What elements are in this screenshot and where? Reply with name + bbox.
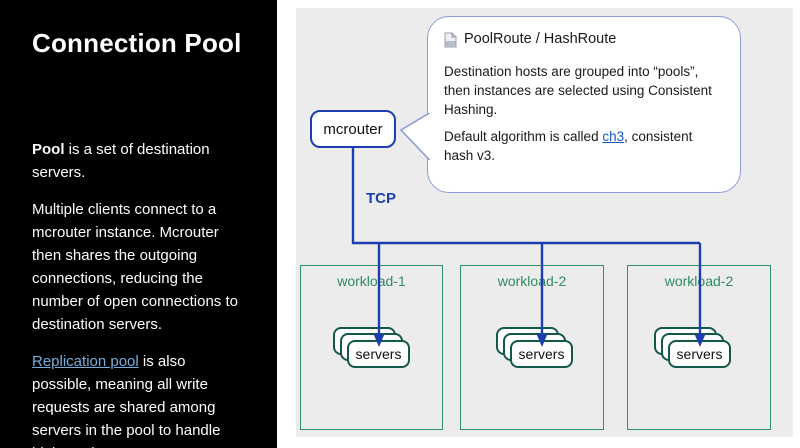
sidebar-body: Pool is a set of destination servers. Mu… <box>32 138 248 448</box>
replication-pool-link[interactable]: Replication pool <box>32 353 139 370</box>
sidebar: Connection Pool Pool is a set of destina… <box>0 0 277 448</box>
workload-label: workload-2 <box>664 273 734 289</box>
document-icon <box>444 31 457 47</box>
pool-bold-term: Pool <box>32 141 65 158</box>
bubble-tail <box>400 113 430 161</box>
bubble-header: PoolRoute / HashRoute <box>444 30 722 49</box>
paragraph-clients: Multiple clients connect to a mcrouter i… <box>32 201 238 333</box>
callout-bubble: PoolRoute / HashRoute Destination hosts … <box>400 16 741 193</box>
diagram-canvas: workload-1 workload-2 workload-2 servers… <box>296 8 793 437</box>
page-title: Connection Pool <box>32 28 242 58</box>
tcp-label: TCP <box>366 190 396 207</box>
servers-stack-3: servers <box>654 327 731 368</box>
workload-box-1: workload-1 <box>300 265 443 430</box>
ch3-link[interactable]: ch3 <box>602 129 625 144</box>
bubble-title: PoolRoute / HashRoute <box>464 31 617 47</box>
servers-card-label: servers <box>347 340 410 368</box>
bubble-body-2: Default algorithm is called ch3, consist… <box>444 129 693 163</box>
paragraph-replication: Replication pool is also possible, meani… <box>32 353 221 448</box>
servers-card-label: servers <box>668 340 731 368</box>
servers-stack-2: servers <box>496 327 573 368</box>
servers-stack-1: servers <box>333 327 410 368</box>
workload-label: workload-1 <box>337 273 406 289</box>
workload-box-2: workload-2 <box>460 265 604 430</box>
bubble-body-1: Destination hosts are grouped into “pool… <box>444 64 712 117</box>
mcrouter-node: mcrouter <box>310 110 396 148</box>
servers-card-label: servers <box>510 340 573 368</box>
paragraph-pool: Pool is a set of destination servers. <box>32 141 210 181</box>
workload-label: workload-2 <box>497 273 567 289</box>
